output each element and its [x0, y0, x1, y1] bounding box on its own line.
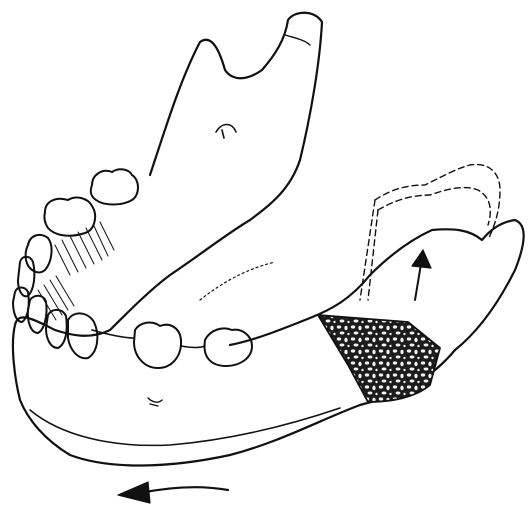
mental-foramen	[148, 398, 162, 406]
premolar-1	[26, 235, 52, 272]
premolar-2	[134, 323, 181, 368]
incisor-4	[46, 310, 67, 348]
bone-graft-block	[318, 315, 440, 402]
alveolar-inner-line	[200, 262, 275, 300]
interdental-hatching	[38, 222, 114, 320]
arrow-up-icon	[412, 250, 431, 300]
coronoid-notch-detail	[285, 35, 310, 45]
displaced-segment-outline	[360, 164, 500, 300]
mandibular-foramen	[216, 125, 236, 139]
incisor-3	[28, 296, 47, 333]
molar-1	[91, 169, 138, 204]
gum-line	[92, 330, 205, 348]
lower-border-inner-line	[30, 408, 340, 445]
premolar-3	[204, 328, 252, 366]
ramus-outline	[150, 13, 322, 220]
arrow-left-icon	[118, 482, 228, 503]
